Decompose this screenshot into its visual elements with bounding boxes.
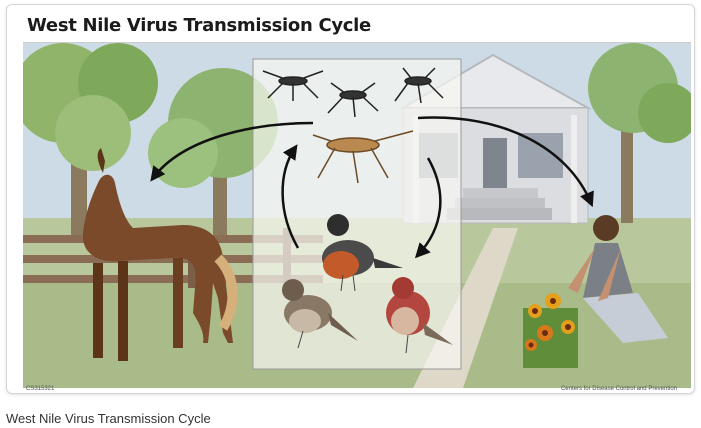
person-icon xyxy=(568,215,668,343)
tree-icon xyxy=(148,68,278,243)
mosquito-icon xyxy=(327,82,379,118)
horse-icon xyxy=(82,148,238,361)
credit-line: Centers for Disease Control and Preventi… xyxy=(560,386,677,392)
arrow-mosquito-to-birds xyxy=(414,157,442,259)
arrow-birds-to-mosquito xyxy=(281,144,300,249)
mosquito-icon xyxy=(312,130,414,184)
bird-icon xyxy=(322,214,403,292)
image-code: CS315321 xyxy=(26,386,55,392)
bird-icon xyxy=(386,277,453,354)
figure-caption: West Nile Virus Transmission Cycle xyxy=(6,411,211,426)
tree-icon xyxy=(588,43,691,223)
transmission-cycle-illustration xyxy=(23,43,691,388)
bird-icon xyxy=(282,279,358,349)
arrow-mosquito-to-human xyxy=(417,116,594,208)
flower-icon xyxy=(523,293,578,368)
diagram-card: West Nile Virus Transmission Cycle xyxy=(6,4,695,394)
mosquito-icon xyxy=(262,70,324,101)
illustration-scene xyxy=(23,42,691,388)
diagram-title: West Nile Virus Transmission Cycle xyxy=(27,15,371,36)
arrow-mosquito-to-horse xyxy=(150,121,314,182)
tree-icon xyxy=(23,43,158,243)
garden-path xyxy=(353,228,518,388)
mosquito-icon xyxy=(394,67,444,104)
